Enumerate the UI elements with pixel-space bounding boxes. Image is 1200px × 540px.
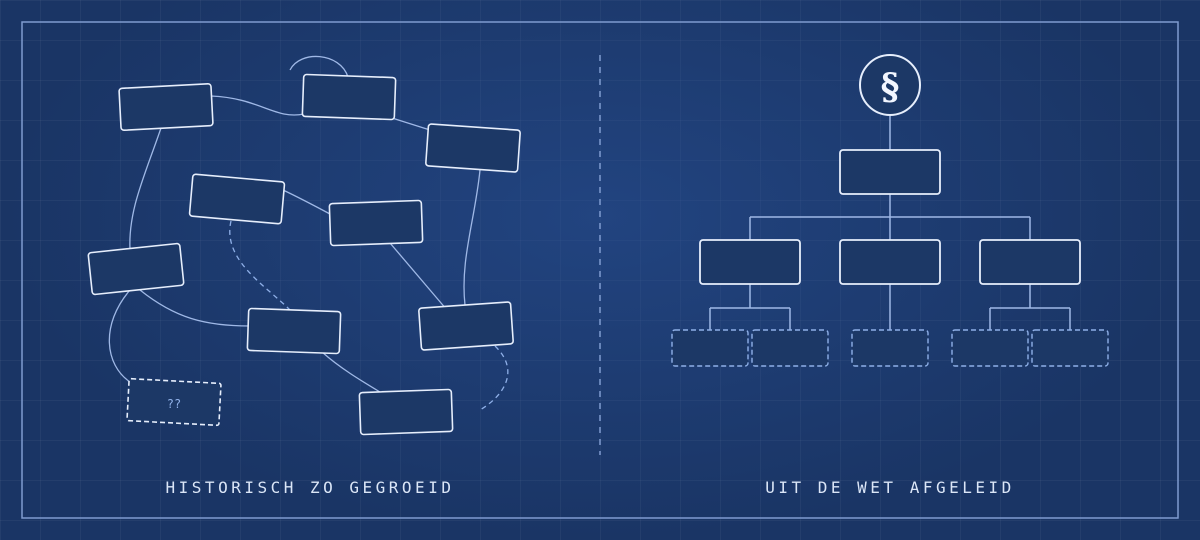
hierarchy-connectors	[709, 115, 1071, 330]
hierarchy-mid-box	[839, 239, 941, 285]
hierarchy-leaf-box	[671, 329, 749, 367]
tangled-boxes	[87, 73, 521, 436]
hierarchy-mid-box	[699, 239, 801, 285]
tangled-box	[418, 301, 514, 351]
unknown-box	[126, 377, 222, 427]
unknown-box-label: ??	[167, 397, 181, 411]
left-caption: HISTORISCH ZO GEGROEID	[165, 478, 455, 497]
hierarchy-top-box	[839, 149, 941, 195]
hierarchy-leaf-box	[851, 329, 929, 367]
tangled-box	[425, 123, 521, 173]
tangled-connections	[108, 55, 481, 393]
tangled-box	[188, 173, 286, 225]
outer-frame	[21, 21, 1179, 519]
hierarchy-leaf-boxes	[671, 329, 1109, 367]
tangled-box	[328, 199, 424, 247]
tangled-box	[301, 73, 397, 121]
hierarchy-leaf-box	[751, 329, 829, 367]
paragraph-icon: §	[881, 66, 900, 108]
tangled-box	[358, 388, 454, 436]
tangled-dashed-connections	[229, 220, 509, 411]
hierarchy-leaf-box	[1031, 329, 1109, 367]
tangled-box	[246, 307, 342, 355]
right-caption: UIT DE WET AFGELEID	[765, 478, 1015, 497]
hierarchy-mid-box	[979, 239, 1081, 285]
tangled-box	[87, 242, 185, 296]
hierarchy-boxes	[699, 149, 1081, 285]
tangled-box	[118, 82, 214, 132]
root-circle	[859, 54, 921, 116]
hierarchy-leaf-box	[951, 329, 1029, 367]
